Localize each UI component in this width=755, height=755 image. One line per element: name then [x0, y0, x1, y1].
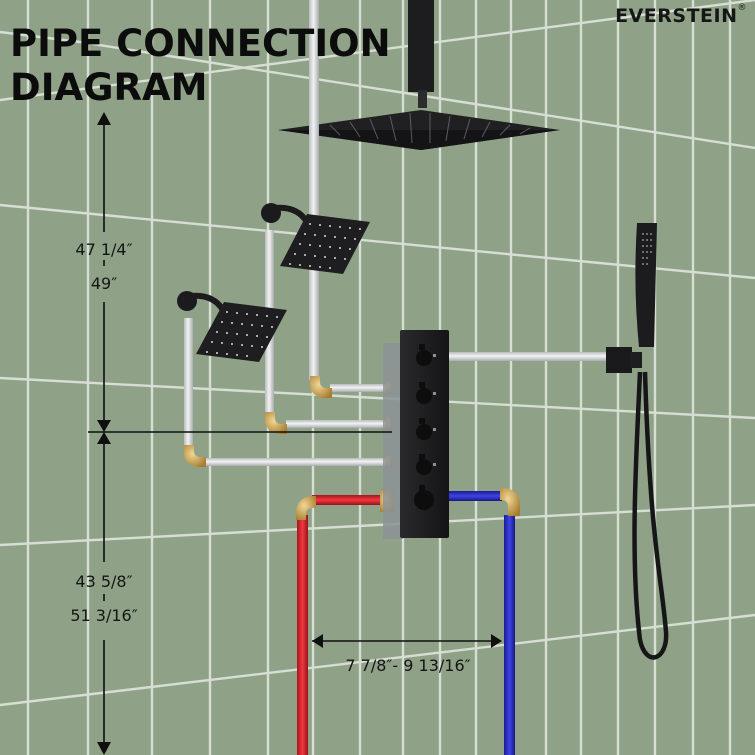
- valve-knobs: [414, 344, 434, 510]
- cold-water-inlet: [448, 488, 520, 755]
- rain-shower-head: [278, 0, 560, 150]
- dimension-lines: [88, 112, 502, 755]
- title-line-2: DIAGRAM: [10, 66, 208, 109]
- inlet-spacing-label: 7 7/8″- 9 13/16″: [318, 656, 498, 676]
- upper-height-label: 47 1/4″ 49″: [62, 240, 146, 294]
- upper-wall-shower-head: [261, 203, 370, 274]
- handheld-shower: [606, 223, 669, 660]
- brand-name: EVERSTEIN: [615, 5, 738, 27]
- upper-height-min: 47 1/4″: [75, 240, 133, 259]
- lower-height-label: 43 5/8″ 51 3/16″: [58, 572, 150, 626]
- lower-height-max: 51 3/16″: [70, 606, 138, 625]
- upper-height-max: 49″: [90, 274, 118, 293]
- lower-wall-shower-head: [177, 291, 287, 362]
- thermostatic-valve-panel: [383, 330, 449, 539]
- brand-logo: EVERSTEIN®: [615, 3, 747, 27]
- registered-mark: ®: [737, 3, 747, 13]
- lower-height-min: 43 5/8″: [75, 572, 133, 591]
- inlet-spacing-value: 7 7/8″- 9 13/16″: [345, 656, 471, 675]
- page-title: PIPE CONNECTION DIAGRAM: [10, 22, 391, 110]
- title-line-1: PIPE CONNECTION: [10, 22, 391, 65]
